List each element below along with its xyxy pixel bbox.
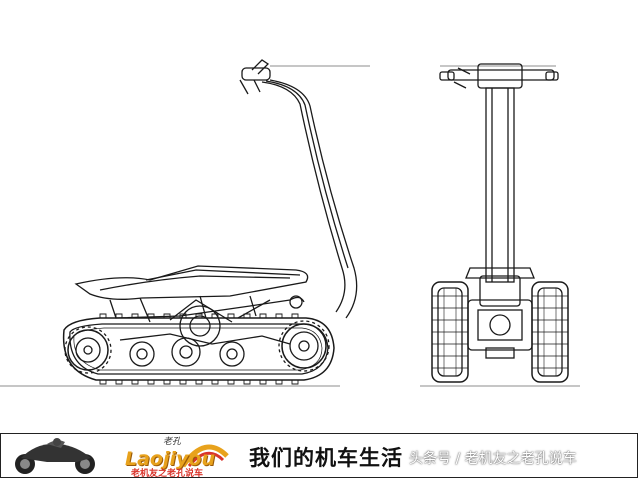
side-view <box>0 59 370 387</box>
handlebar-front <box>439 63 559 89</box>
wheels-side <box>0 305 340 387</box>
tracked-scooter-drawing <box>0 59 580 387</box>
steering-column-front <box>465 87 535 307</box>
track-side <box>62 313 335 385</box>
logo-subtitle: 老机友之老孔说车 <box>131 469 204 479</box>
frame-side <box>109 295 305 323</box>
logo-wordmark: Laojiyou <box>125 448 215 470</box>
watermark: 头条号 / 老机友之老孔说车 <box>409 451 577 467</box>
steering-column-side <box>261 79 358 319</box>
left-track-front <box>431 281 469 383</box>
motorcycle-icon <box>15 438 95 474</box>
right-track-front <box>531 281 569 383</box>
logo-swoosh-icon <box>180 444 229 468</box>
logo: 老孔 Laojiyou 老机友之老孔说车 <box>119 436 237 479</box>
slogan: 我们的机车生活 <box>249 446 403 470</box>
footer-banner: 老孔 Laojiyou 老机友之老孔说车 我们的机车生活 头条号 / 老机友之老… <box>0 433 638 479</box>
front-view <box>420 63 580 387</box>
handlebar-side <box>239 59 370 95</box>
base-front <box>467 299 533 359</box>
seat-side <box>74 265 309 300</box>
logo-small-text: 老孔 <box>163 437 182 447</box>
